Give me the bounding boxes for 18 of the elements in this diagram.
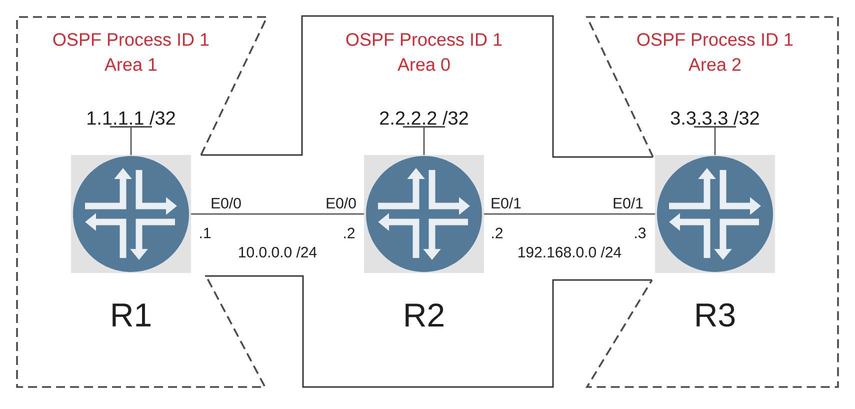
host-label: .2 xyxy=(344,228,354,238)
router-label: R2 xyxy=(406,303,444,326)
interface-label: E0/1 xyxy=(492,197,521,208)
link-line xyxy=(191,213,364,215)
loopback-line xyxy=(110,126,152,155)
loopback-line xyxy=(403,126,445,155)
address-label: 3.3.3.3 /32 xyxy=(670,110,759,125)
host-label: .1 xyxy=(200,228,211,238)
host-label: .2 xyxy=(492,228,502,238)
router-label: R3 xyxy=(696,303,735,327)
host-label: .3 xyxy=(635,228,646,238)
edge-label: 10.0.0.0 /24 xyxy=(239,246,317,258)
address-label: 1.1.1.1 /32 xyxy=(88,110,175,125)
router-label: R1 xyxy=(112,304,150,326)
edge-label: 192.168.0.0 /24 xyxy=(518,246,622,258)
address-label: 2.2.2.2 /32 xyxy=(380,110,468,125)
link-line xyxy=(484,213,655,215)
loopback-line xyxy=(694,126,736,155)
